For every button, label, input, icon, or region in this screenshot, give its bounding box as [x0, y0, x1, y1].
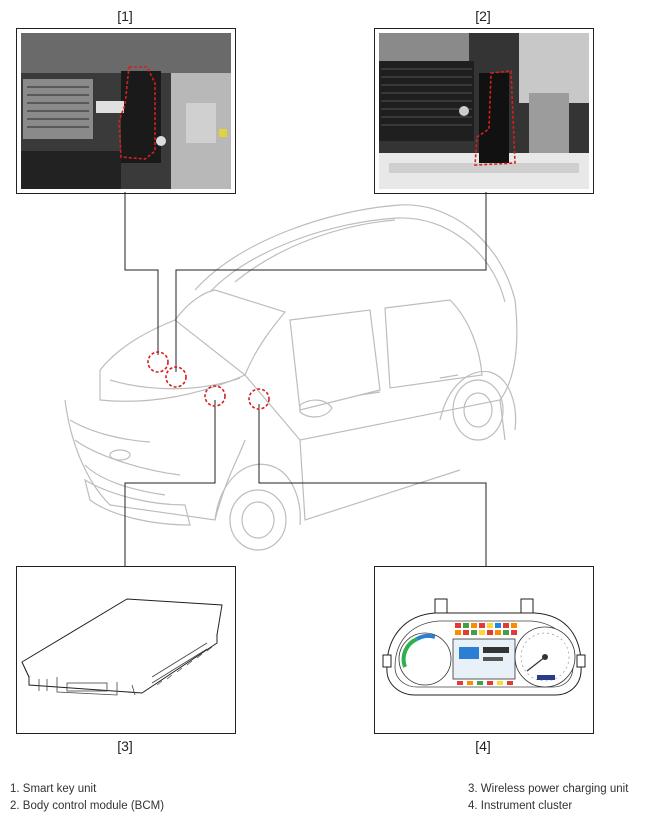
- photo-smart-key-unit: [16, 28, 236, 194]
- marker-instrument-cluster: [248, 388, 270, 410]
- photo-body-control-module: [374, 28, 594, 194]
- connector-line-3: [124, 400, 216, 566]
- smart-key-unit-photo-illustration: [21, 33, 231, 189]
- connector-line-4: [258, 404, 487, 566]
- instrument-cluster-illustration: [382, 598, 586, 696]
- callout-label-2: [2]: [475, 8, 491, 24]
- callout-label-3: [3]: [117, 738, 133, 754]
- connector-line-2: [175, 192, 487, 372]
- wireless-charging-unit-illustration: [21, 598, 223, 696]
- drawing-wireless-charging-unit: [16, 566, 236, 734]
- drawing-instrument-cluster: [374, 566, 594, 734]
- legend-item-1: 1. Smart key unit: [10, 783, 97, 795]
- legend-item-4: 4. Instrument cluster: [468, 800, 573, 812]
- marker-body-control-module: [165, 366, 187, 388]
- photo-body-control-module-image: [379, 33, 589, 189]
- callout-label-1: [1]: [117, 8, 133, 24]
- location-markers: [147, 351, 270, 410]
- legend-left: 1. Smart key unit 2. Body control module…: [10, 781, 164, 815]
- callout-label-4: [4]: [475, 738, 491, 754]
- bcm-photo-illustration: [379, 33, 589, 189]
- legend-item-3: 3. Wireless power charging unit: [468, 783, 629, 795]
- legend-item-2: 2. Body control module (BCM): [10, 800, 165, 812]
- marker-smart-key-unit: [147, 351, 169, 373]
- vehicle-line-drawing: [64, 204, 518, 551]
- connector-lines: [124, 192, 487, 566]
- legend-right: 3. Wireless power charging unit 4. Instr…: [468, 781, 628, 815]
- photo-smart-key-unit-image: [21, 33, 231, 189]
- connector-line-1: [124, 192, 159, 355]
- marker-wireless-charging-unit: [204, 385, 226, 407]
